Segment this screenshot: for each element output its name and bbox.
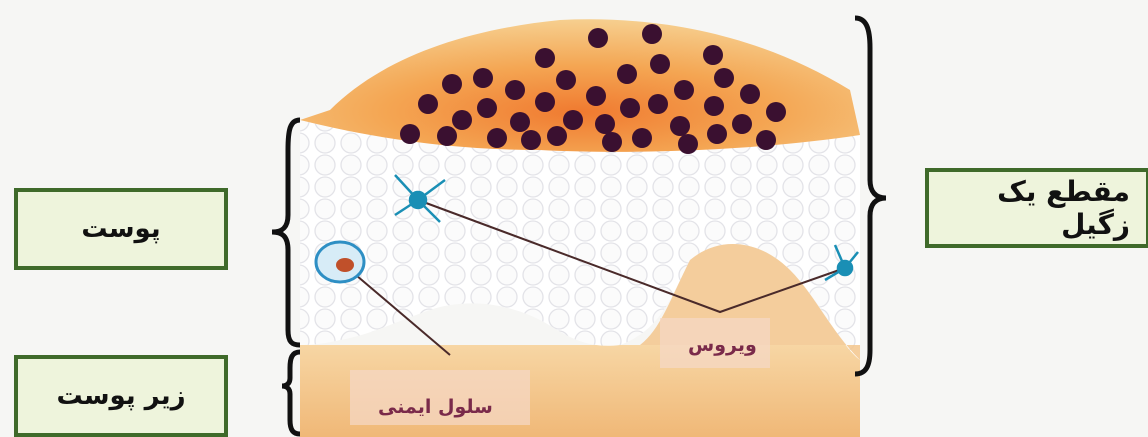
skin-brace	[272, 120, 300, 345]
skin-label: پوست	[14, 188, 228, 270]
subcutaneous-label: زیر پوست	[14, 355, 228, 437]
subcutaneous-label-text: زیر پوست	[56, 381, 185, 411]
immune-cell-label: سلول ایمنی	[378, 396, 493, 418]
subskin-brace	[282, 352, 300, 434]
virus-label: ویروس	[688, 334, 757, 356]
immune-cell	[316, 242, 364, 282]
wart-section-label: مقطع یک زگیل	[925, 168, 1148, 248]
wart-top	[300, 19, 860, 152]
skin-label-text: پوست	[81, 214, 160, 244]
wart-section-label-text: مقطع یک زگیل	[929, 175, 1130, 241]
